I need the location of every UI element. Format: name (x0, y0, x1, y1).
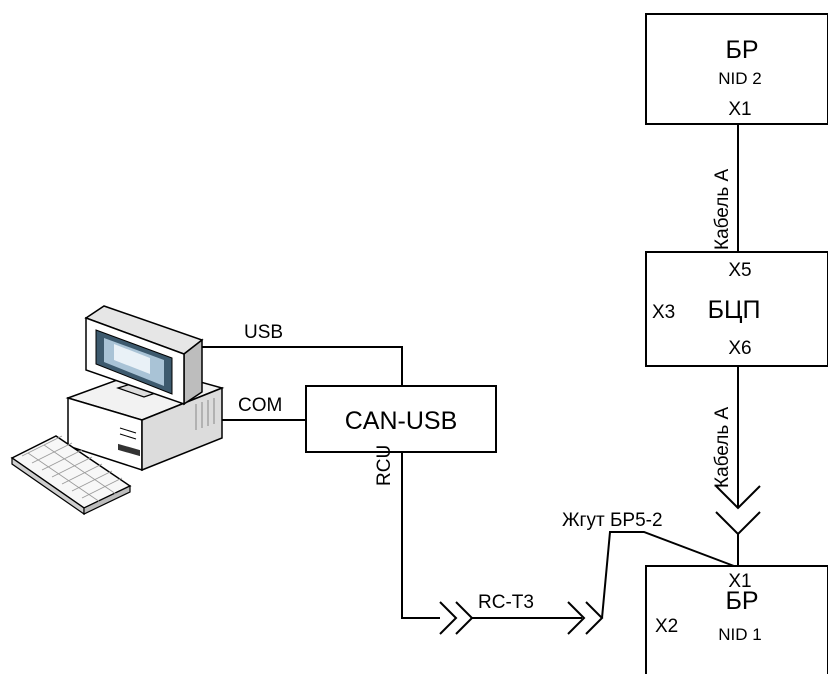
br-bottom-block (645, 565, 828, 674)
bcp-port-x5: X5 (728, 260, 751, 281)
rcu-label: RCU (374, 445, 395, 486)
desktop-computer-icon (10, 305, 225, 516)
br-bottom-port-x2: X2 (655, 616, 678, 637)
connector-cable-a-chevron-bottom (715, 511, 761, 536)
connector-rcu-chevron (439, 601, 474, 635)
br-bottom-nid: NID 1 (718, 625, 761, 644)
canusb-title: CAN-USB (345, 407, 458, 435)
canusb-block (305, 385, 497, 453)
br-bottom-title: БР (725, 587, 758, 615)
harness-wire (601, 531, 735, 619)
rcu-wire (401, 452, 440, 619)
rct3-label: RC-T3 (478, 592, 534, 613)
usb-wire (202, 346, 403, 386)
br-top-port-x1: X1 (728, 99, 751, 120)
br-top-block (645, 13, 828, 125)
br-top-title: БР (725, 36, 758, 64)
bcp-title: БЦП (708, 296, 761, 324)
cable-a-lower-label: Кабель А (712, 406, 733, 488)
bcp-port-x6: X6 (728, 338, 751, 359)
com-label: COM (238, 395, 282, 416)
connector-cable-a-chevron-top (715, 485, 761, 510)
cable-a-upper-label: Кабель А (712, 168, 733, 250)
bcp-block (645, 251, 828, 367)
br-bottom-port-x1: X1 (728, 571, 751, 592)
harness-label: Жгут БР5-2 (562, 510, 663, 531)
bcp-port-x3: X3 (652, 302, 675, 323)
usb-label: USB (244, 322, 283, 343)
br-top-nid: NID 2 (718, 69, 761, 88)
